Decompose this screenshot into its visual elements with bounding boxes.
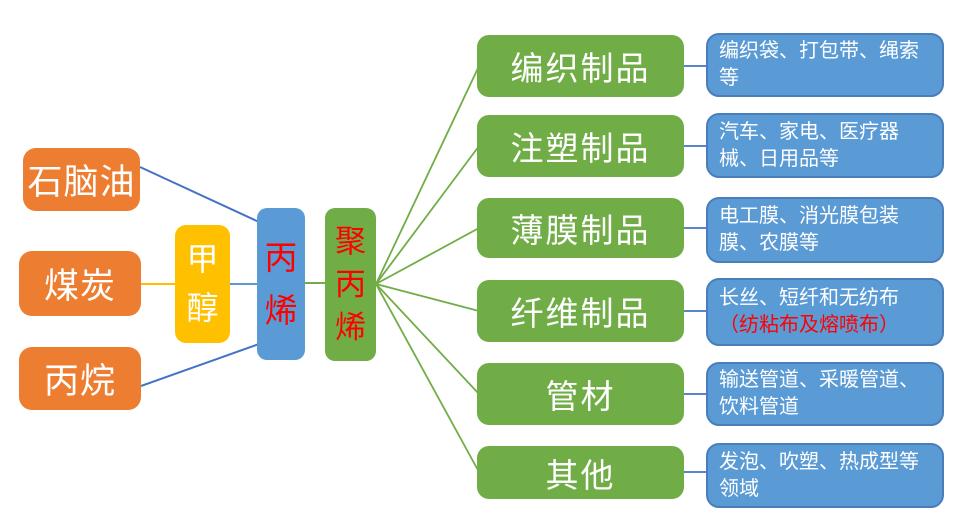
node-polypropylene: 聚丙烯	[325, 208, 376, 361]
edge-pp-injection	[375, 145, 480, 285]
desc-woven: 编织袋、打包带、绳索等	[706, 33, 944, 97]
app-fiber-label: 纤维制品	[510, 295, 651, 332]
node-app-film: 薄膜制品	[477, 198, 684, 258]
propane-label: 丙烷	[43, 362, 116, 401]
app-pipe-label: 管材	[545, 378, 616, 415]
node-app-other: 其他	[477, 446, 684, 499]
edge-pp-fiber	[375, 283, 480, 312]
node-methanol: 甲醇	[175, 225, 230, 343]
propylene-label: 丙烯	[264, 239, 298, 329]
node-app-woven: 编织制品	[477, 35, 684, 97]
desc-injection: 汽车、家电、医疗器械、日用品等	[706, 113, 944, 178]
desc-other-text: 发泡、吹塑、热成型等领域	[719, 450, 919, 500]
node-coal: 煤炭	[19, 251, 141, 316]
edge-propane-propylene	[140, 343, 260, 387]
node-propylene: 丙烯	[257, 208, 305, 360]
desc-woven-text: 编织袋、打包带、绳索等	[719, 40, 919, 89]
desc-fiber: 长丝、短纤和无纺布 （纺粘布及熔喷布）	[706, 278, 944, 346]
edge-pp-film	[375, 227, 480, 285]
node-naphtha: 石脑油	[23, 148, 140, 211]
node-propane: 丙烷	[19, 347, 141, 410]
polypropylene-label: 聚丙烯	[334, 224, 366, 345]
app-woven-label: 编织制品	[510, 50, 651, 87]
edge-naphtha-propylene	[139, 166, 260, 223]
edge-pp-pipe	[375, 283, 480, 395]
app-injection-label: 注塑制品	[510, 130, 651, 167]
naphtha-label: 石脑油	[27, 163, 136, 202]
desc-pipe-text: 输送管道、采暖管道、饮料管道	[719, 369, 919, 418]
desc-fiber-text: 长丝、短纤和无纺布	[719, 287, 899, 309]
desc-pipe: 输送管道、采暖管道、饮料管道	[706, 362, 944, 426]
node-app-injection: 注塑制品	[477, 115, 684, 177]
desc-film-text: 电工膜、消光膜包装膜、农膜等	[719, 205, 899, 254]
edge-pp-other	[375, 283, 480, 473]
methanol-label: 甲醇	[186, 241, 219, 326]
node-app-fiber: 纤维制品	[477, 280, 684, 342]
desc-film: 电工膜、消光膜包装膜、农膜等	[706, 197, 944, 263]
app-other-label: 其他	[545, 456, 616, 494]
desc-fiber-text-red: （纺粘布及熔喷布）	[719, 314, 899, 336]
desc-other: 发泡、吹塑、热成型等领域	[706, 443, 944, 508]
edge-pp-woven	[375, 65, 480, 285]
coal-label: 煤炭	[43, 267, 116, 306]
desc-injection-text: 汽车、家电、医疗器械、日用品等	[719, 120, 899, 170]
app-film-label: 薄膜制品	[510, 212, 651, 249]
node-app-pipe: 管材	[477, 363, 684, 425]
